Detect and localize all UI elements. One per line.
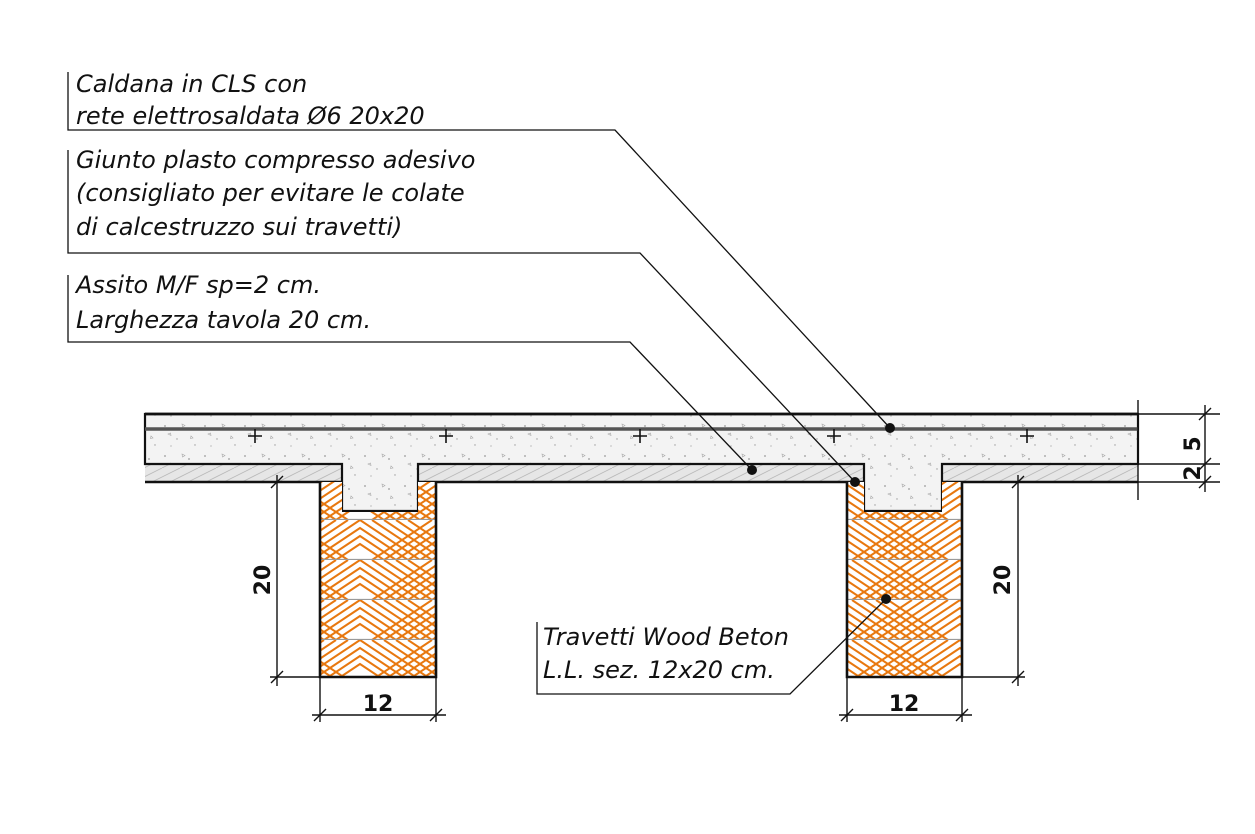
- note-travetti: Travetti Wood Beton L.L. sez. 12x20 cm.: [543, 623, 789, 684]
- leader-caldana: [67, 72, 891, 429]
- rebar-mesh: [145, 427, 1138, 443]
- beam-left-dimensions: 20 12: [251, 475, 446, 722]
- note-assito: Assito M/F sp=2 cm. Larghezza tavola 20 …: [74, 271, 371, 334]
- beam-right-dimensions: 20 12: [839, 475, 1025, 722]
- note-caldana-line-2: rete elettrosaldata Ø6 20x20: [76, 102, 425, 130]
- dim-slab-5: 5: [1181, 436, 1206, 451]
- note-giunto: Giunto plasto compresso adesivo (consigl…: [76, 146, 475, 241]
- slab-dimensions: 5 2: [1137, 400, 1220, 500]
- leader-assito: [67, 275, 753, 471]
- note-giunto-line-1: Giunto plasto compresso adesivo: [76, 146, 475, 174]
- note-caldana-line-1: Caldana in CLS con: [76, 70, 307, 98]
- leader-travetti: [536, 598, 887, 695]
- board-layer: [145, 464, 1138, 484]
- leader-dots: [747, 423, 895, 604]
- note-travetti-line-1: Travetti Wood Beton: [543, 623, 789, 651]
- note-assito-line-1: Assito M/F sp=2 cm.: [74, 271, 321, 299]
- dim-beam-height-right: 20: [991, 565, 1016, 596]
- dim-beam-height-left: 20: [251, 565, 276, 596]
- leader-giunto: [67, 150, 856, 483]
- note-caldana: Caldana in CLS con rete elettrosaldata Ø…: [76, 70, 425, 130]
- note-giunto-line-2: (consigliato per evitare le colate: [76, 179, 465, 207]
- dim-board-2: 2: [1181, 465, 1206, 480]
- dim-beam-width-right: 12: [889, 692, 920, 717]
- dim-beam-width-left: 12: [363, 692, 394, 717]
- leader-lines: [67, 72, 891, 695]
- note-travetti-line-2: L.L. sez. 12x20 cm.: [543, 656, 775, 684]
- note-giunto-line-3: di calcestruzzo sui travetti): [76, 213, 402, 241]
- note-assito-line-2: Larghezza tavola 20 cm.: [76, 306, 371, 334]
- beam-right: [845, 482, 964, 679]
- beam-left: [318, 482, 438, 679]
